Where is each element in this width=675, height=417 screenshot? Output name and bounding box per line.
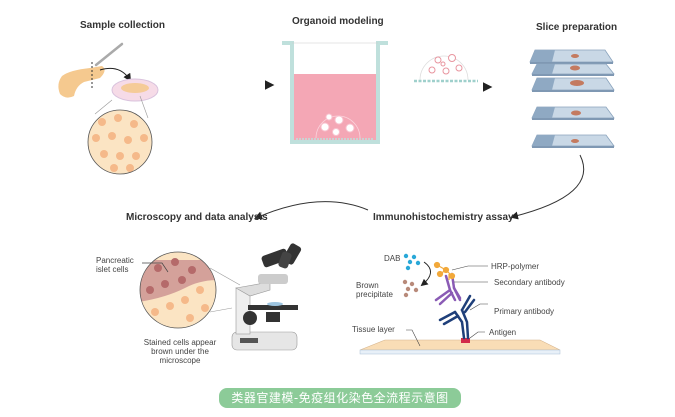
stained-note-line-3: microscope	[159, 356, 201, 365]
label-secondary-antibody: Secondary antibody	[494, 278, 565, 287]
organoid-dome-icon	[414, 54, 478, 83]
transfer-arrow	[99, 67, 132, 82]
microscope-icon	[231, 243, 302, 351]
stained-note-line-1: Stained cells appear	[143, 338, 217, 347]
title-slice-preparation: Slice preparation	[536, 22, 618, 33]
hrp-pointer	[451, 265, 488, 271]
brown-precipitate-line-2: precipitate	[356, 290, 393, 299]
secondary-antibody-icon	[434, 272, 462, 306]
label-islet-cells: Pancreatic islet cells	[96, 256, 134, 274]
brown-precipitate-line-1: Brown	[356, 281, 379, 290]
primary-antibody-icon	[438, 294, 476, 340]
antigen-icon	[461, 338, 470, 343]
title-microscopy: Microscopy and data analysis	[126, 212, 268, 223]
label-brown-precipitate: Brown precipitate	[356, 281, 393, 299]
title-organoid-modeling: Organoid modeling	[292, 16, 384, 27]
culture-well-icon	[282, 41, 388, 144]
stained-note-line-2: brown under the	[151, 347, 209, 356]
slides-icon	[529, 49, 615, 148]
label-hrp-polymer: HRP-polymer	[491, 262, 540, 271]
brown-precipitate-icon	[402, 279, 419, 298]
arrow-to-microscopy	[254, 201, 369, 220]
title-sample-collection: Sample collection	[80, 20, 166, 31]
title-ihc-assay: Immunohistochemistry assay	[373, 212, 514, 223]
islet-pointer	[142, 262, 169, 273]
petri-dish-icon	[111, 78, 159, 102]
arrow-to-ihc	[510, 154, 585, 220]
caption-banner: 类器官建模-免疫组化染色全流程示意图	[219, 388, 461, 408]
hrp-polymer-icon	[433, 261, 456, 280]
pancreas-icon	[58, 66, 105, 98]
reaction-arrow	[420, 261, 431, 287]
scalpel-icon	[94, 42, 124, 67]
stained-cells-icon	[139, 251, 217, 329]
antigen-pointer	[469, 331, 485, 339]
primary-pointer	[469, 303, 488, 311]
label-dab: DAB	[384, 254, 401, 263]
tissue-layer-icon	[359, 339, 561, 355]
dab-molecules-icon	[403, 253, 421, 271]
tissue-pointer	[406, 329, 421, 347]
label-tissue-layer: Tissue layer	[352, 325, 395, 334]
label-antigen: Antigen	[489, 328, 517, 337]
label-primary-antibody: Primary antibody	[494, 307, 555, 316]
label-islet-cells-text: Pancreatic islet cells	[96, 256, 134, 274]
cell-magnification-icon	[87, 109, 153, 175]
label-stained-note: Stained cells appear brown under the mic…	[140, 338, 220, 365]
